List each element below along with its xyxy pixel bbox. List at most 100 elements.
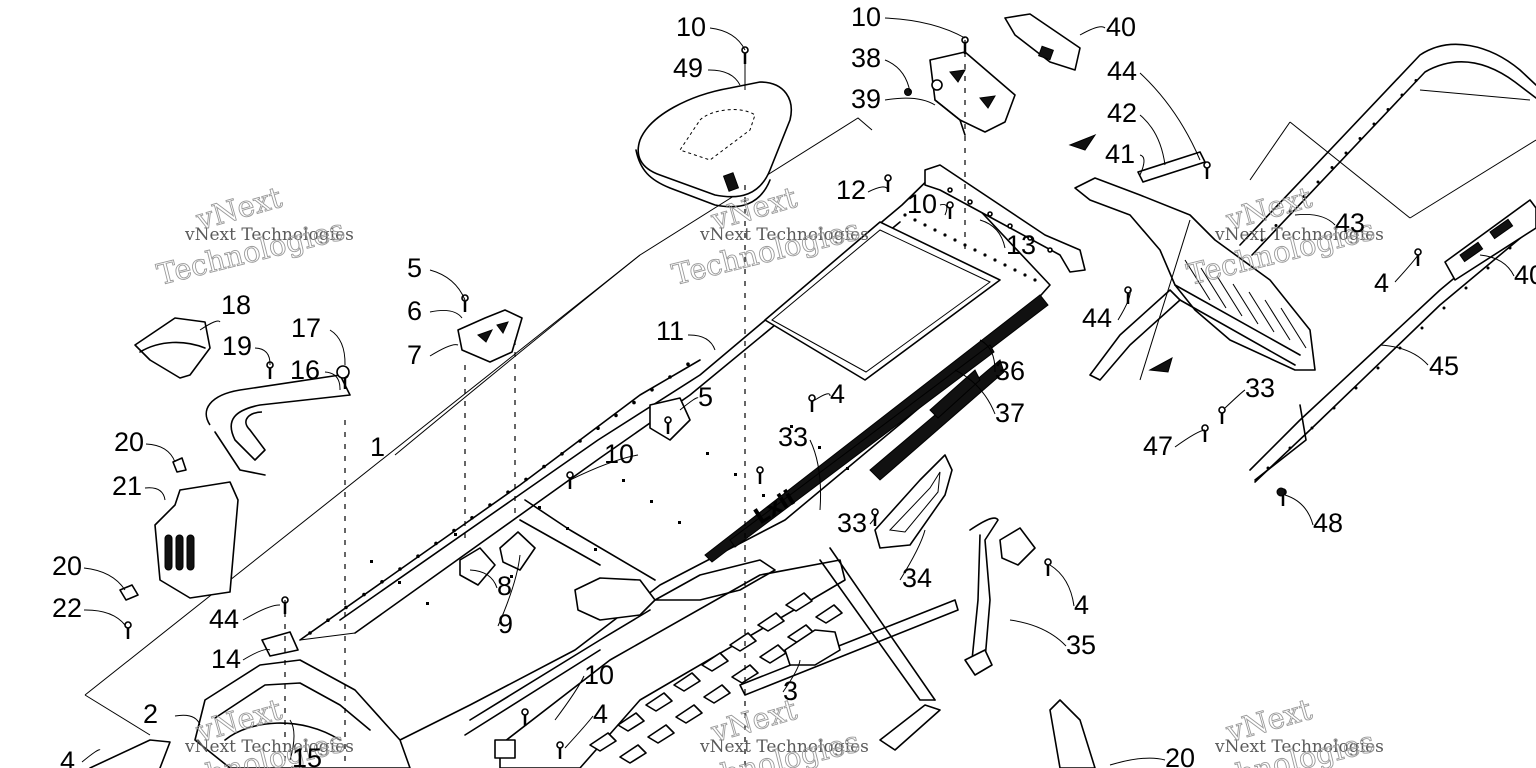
callout-40: 40 — [1514, 260, 1536, 290]
callout-14: 14 — [211, 644, 241, 674]
callout-45: 45 — [1429, 351, 1459, 381]
flap-rib — [1216, 275, 1243, 317]
leader-line — [242, 604, 281, 621]
rivet — [452, 528, 456, 533]
bolt-head — [1218, 406, 1226, 414]
rivet — [542, 464, 546, 469]
leader-line — [1174, 429, 1206, 448]
callout-42: 42 — [1107, 98, 1137, 128]
vent-slot — [175, 534, 184, 571]
callout-35: 35 — [1066, 630, 1096, 660]
tread-cutout — [619, 744, 647, 764]
rivet — [903, 213, 907, 217]
rivet — [943, 233, 947, 237]
leader-line — [869, 513, 878, 525]
callout-13: 13 — [1006, 230, 1036, 260]
leader-line — [707, 69, 741, 86]
callout-15: 15 — [292, 743, 322, 768]
leader-line — [939, 204, 948, 216]
leader-line — [254, 347, 271, 366]
bolt-head — [1201, 424, 1209, 432]
leader-line — [469, 569, 498, 589]
watermark-company: vNext Technologies — [699, 225, 869, 245]
callout-8: 8 — [497, 571, 512, 601]
callout-34: 34 — [902, 563, 932, 593]
rivet — [1033, 278, 1037, 282]
tread-cutout — [589, 732, 617, 752]
rivet — [734, 473, 737, 476]
rivet — [506, 490, 510, 495]
watermark-company: vNext Technologies — [184, 225, 354, 245]
callout-44: 44 — [1107, 56, 1137, 86]
rivet — [614, 413, 618, 418]
bracket-hole — [1027, 235, 1033, 241]
leader-line — [83, 567, 126, 591]
leader-line — [497, 554, 521, 627]
flap-rib — [1184, 259, 1211, 301]
tread-cutout — [731, 664, 759, 684]
leader-line — [687, 334, 716, 351]
rack-hole — [1508, 246, 1512, 250]
rivet — [973, 248, 977, 252]
rivet — [578, 439, 582, 443]
leader-line — [899, 529, 926, 581]
callout-22: 22 — [52, 593, 82, 623]
bracket-39 — [929, 51, 1016, 136]
rivet — [524, 477, 528, 482]
callout-44: 44 — [209, 604, 239, 634]
bracket-hole — [987, 211, 993, 217]
rack-hole — [1358, 137, 1362, 140]
side-panel-34 — [874, 454, 953, 549]
callout-10: 10 — [676, 12, 706, 42]
leader-line — [429, 310, 463, 319]
leader-line — [1139, 72, 1201, 161]
rivet — [434, 541, 438, 546]
bolt-head — [1044, 558, 1052, 566]
snow-flap — [1068, 133, 1316, 381]
rivet — [1013, 268, 1017, 272]
rivet — [538, 506, 541, 509]
rear-rack — [1239, 43, 1536, 483]
rivet — [426, 602, 429, 605]
leader-line — [782, 659, 801, 693]
callout-10: 10 — [851, 2, 881, 32]
leader-line — [1379, 344, 1429, 366]
bracket-hole — [967, 199, 973, 205]
tread-cutout — [815, 604, 843, 624]
bulkhead — [89, 631, 411, 768]
tread-cutout — [647, 724, 675, 744]
flap-rib — [1264, 299, 1291, 341]
callout-10: 10 — [907, 189, 937, 219]
tunnel-assembly: Lxii — [84, 117, 1051, 741]
leader-line — [1117, 289, 1131, 321]
rack-hole — [1288, 209, 1292, 213]
bracket-hole — [947, 187, 953, 193]
bolt-head — [1414, 248, 1422, 256]
bolt-head — [124, 621, 132, 629]
tread-cutout — [785, 592, 813, 612]
callout-41: 41 — [1105, 139, 1135, 169]
rivet — [650, 388, 654, 392]
leader-line — [867, 186, 889, 193]
callout-4: 4 — [830, 379, 845, 409]
callout-33: 33 — [778, 422, 808, 452]
rack-hole — [1442, 306, 1446, 310]
callout-17: 17 — [291, 313, 321, 343]
callout-48: 48 — [1313, 508, 1343, 538]
callout-6: 6 — [407, 296, 422, 326]
callout-9: 9 — [498, 609, 513, 639]
rivet — [678, 521, 681, 524]
leader-line — [394, 254, 641, 456]
leader-line — [242, 649, 271, 661]
rack-hole — [1354, 386, 1358, 390]
bracket-hole — [1047, 247, 1053, 253]
leader-line — [1394, 254, 1419, 283]
rack-hole — [1260, 238, 1264, 242]
callout-37: 37 — [995, 398, 1025, 428]
rivet — [818, 446, 821, 449]
